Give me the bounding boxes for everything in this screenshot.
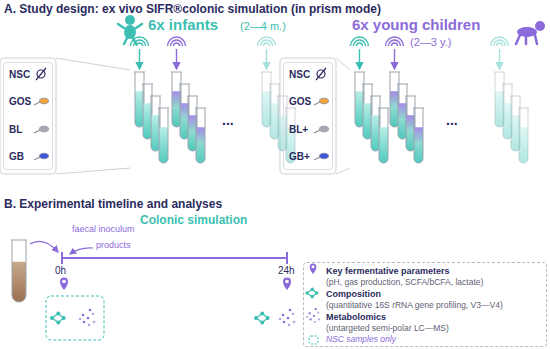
treatment-name: GB: [9, 151, 24, 163]
time-label: 24h: [278, 265, 295, 277]
pin-icon: [60, 277, 68, 290]
composition-icon: [254, 312, 270, 325]
zoom-frame: [280, 58, 350, 174]
group-label: 6x infants: [148, 16, 218, 33]
sample-frame: [46, 296, 104, 340]
analysis-detail: NSC samples only: [326, 335, 396, 345]
section-heading: B. Experimental timeline and analyses: [4, 198, 222, 212]
treatment-name: GOS: [289, 96, 311, 108]
section-heading: A. Study design: ex vivo SIFR®colonic si…: [4, 3, 381, 17]
tube-group: [261, 72, 296, 163]
input-label: faecal inoculum: [72, 224, 135, 234]
dosing-arrow: [351, 37, 369, 69]
metabolomics-icon: [279, 309, 296, 327]
product-icon: [34, 98, 49, 105]
composition-icon: [305, 288, 318, 299]
pin-icon: [310, 264, 317, 275]
dosing-arrow: [258, 37, 276, 69]
test-tube: [11, 240, 27, 302]
treatment-name: NSC: [289, 69, 310, 81]
dosing-arrow: [491, 37, 509, 69]
test-tube: [158, 108, 169, 163]
test-tube: [413, 108, 424, 163]
dosing-arrow: [131, 37, 149, 69]
zoom-frame: [0, 58, 130, 174]
treatment-box: NSC GOS BL+ GB+: [283, 62, 333, 170]
dosing-arrow: [168, 37, 186, 69]
analysis-key: Key fermentative parameters (pH, gas prod…: [303, 262, 547, 347]
sample-frame-key: [309, 336, 318, 344]
metabolomics-icon: [306, 308, 320, 323]
test-tube: [378, 108, 389, 163]
analysis-detail: (quantitative 16S rRNA gene profiling, V…: [326, 301, 503, 311]
composition-icon: [50, 312, 66, 325]
test-tube: [195, 108, 206, 163]
metabolomics-icon: [79, 309, 96, 327]
tube-group: [171, 72, 206, 163]
dosing-arrow: [386, 37, 404, 69]
ellipsis: ...: [222, 112, 234, 128]
tube-group: [389, 72, 424, 163]
phase-label: Colonic simulation: [140, 214, 247, 228]
treatment-name: GOS: [9, 96, 31, 108]
age-range: (2—4 m.): [240, 20, 286, 33]
analysis-detail: (pH, gas production, SCFA/bCFA, lactate): [326, 278, 483, 288]
group-label: 6x young children: [352, 16, 480, 33]
treatment-name: GB+: [289, 151, 310, 163]
products-arrow: [70, 248, 93, 254]
inoculum-arrow: [30, 241, 58, 252]
treatment-name: NSC: [9, 69, 30, 81]
product-icon: [314, 126, 329, 133]
analysis-title: Composition: [326, 289, 381, 299]
tube-group: [494, 72, 529, 163]
time-label: 0h: [55, 265, 66, 277]
timeline: [62, 252, 287, 264]
empty-set-icon: [36, 68, 46, 80]
treatment-box: NSC GOS BL GB: [3, 62, 53, 170]
treatment-name: BL+: [289, 124, 308, 136]
treatment-name: BL: [9, 124, 22, 136]
analysis-title: Metabolomics: [326, 312, 386, 322]
input-label: products: [96, 240, 131, 250]
tube-group: [354, 72, 389, 163]
ellipsis: ...: [446, 112, 458, 128]
toddler-icon: [516, 21, 545, 44]
product-icon: [34, 153, 49, 160]
analysis-title: Key fermentative parameters: [326, 266, 450, 276]
analysis-detail: (untargeted semi-polar LC—MS): [326, 324, 449, 334]
product-icon: [314, 153, 329, 160]
product-icon: [34, 126, 49, 133]
pin-icon: [283, 277, 291, 290]
tube-group: [134, 72, 169, 163]
empty-set-icon: [316, 68, 326, 80]
age-range: (2—3 y.): [410, 36, 451, 49]
test-tube: [518, 108, 529, 163]
product-icon: [314, 98, 329, 105]
